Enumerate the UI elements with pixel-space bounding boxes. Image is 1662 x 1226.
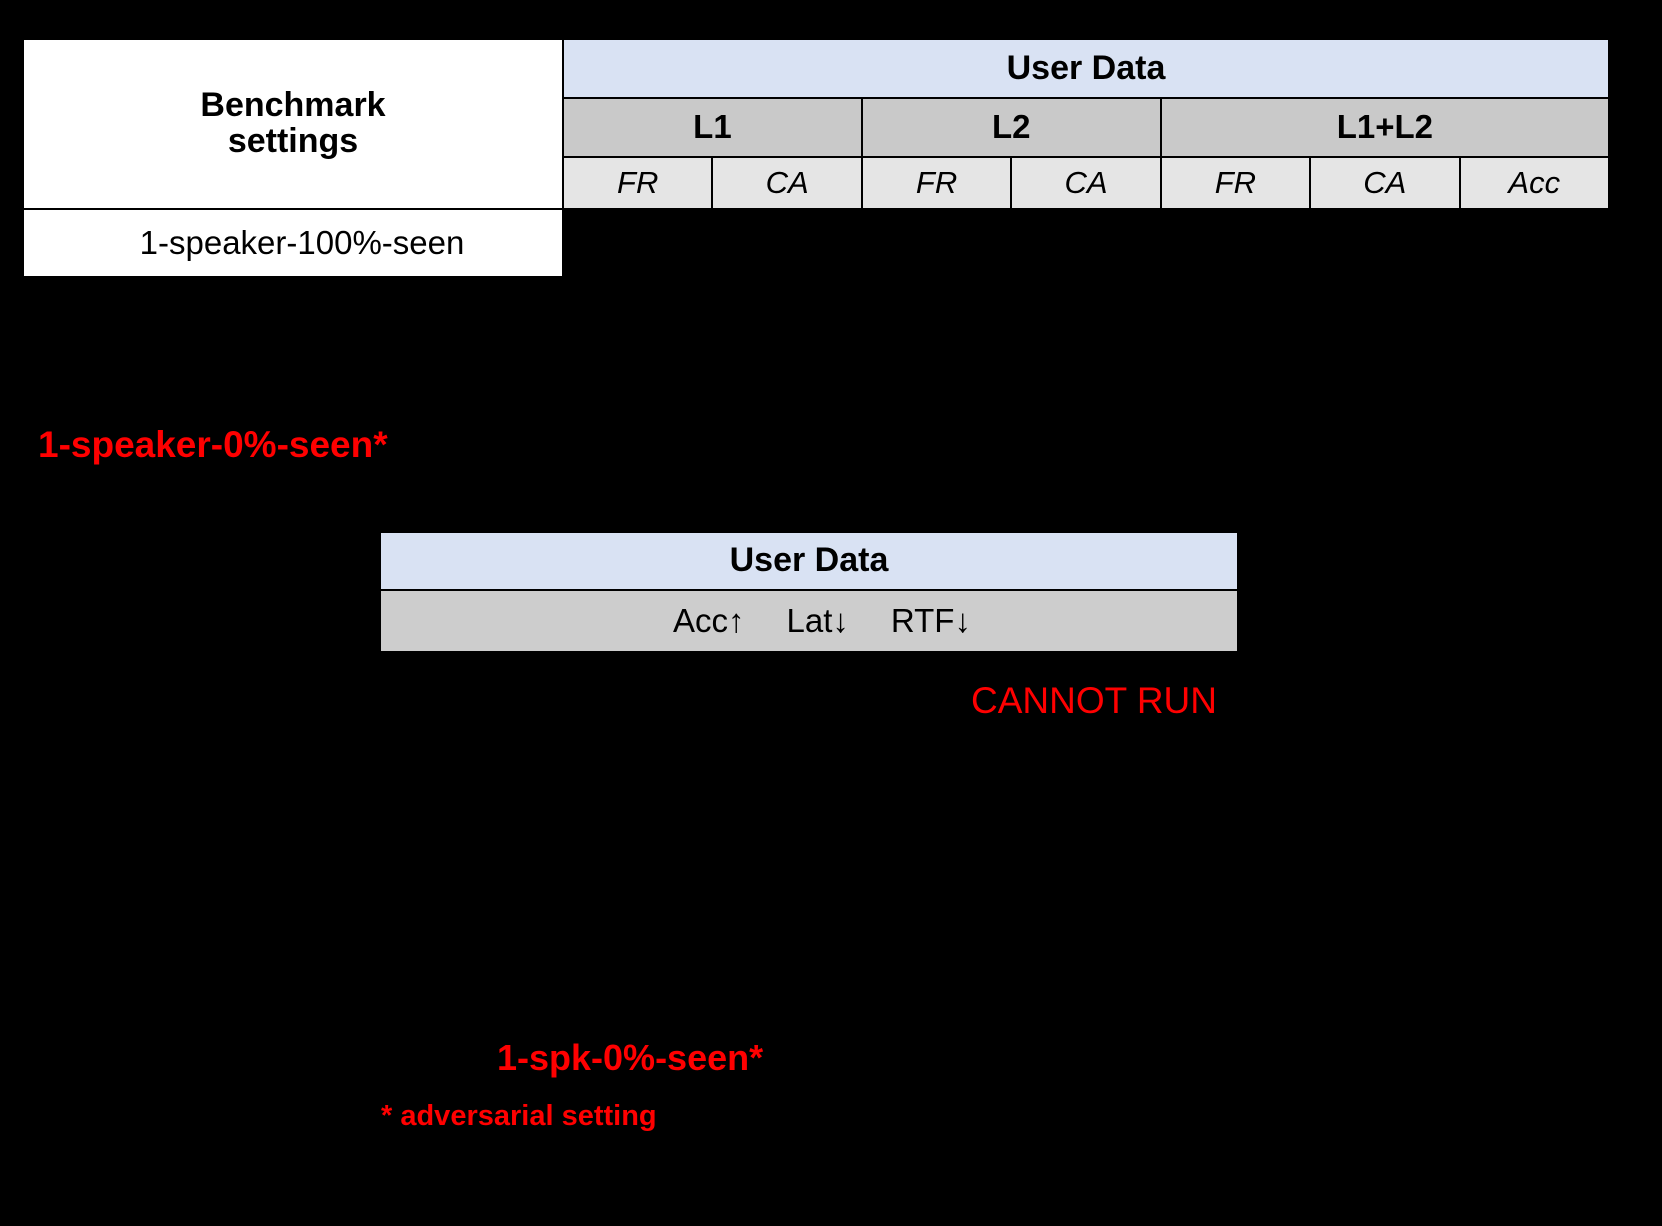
row-values-empty bbox=[563, 209, 1609, 277]
row-label-1-speaker-100-seen: 1-speaker-100%-seen bbox=[22, 208, 564, 278]
metric-header-lat: Lat↓ bbox=[786, 601, 849, 639]
label-1-spk-0-seen: 1-spk-0%-seen* bbox=[497, 1037, 764, 1078]
label-cannot-run: CANNOT RUN bbox=[971, 680, 1217, 721]
benchmark-settings-header: Benchmark settings bbox=[22, 38, 564, 210]
user-data-metrics-table: User Data Acc↑ Lat↓ RTF↓ bbox=[379, 531, 1239, 653]
metric-header-l1l2-acc: Acc bbox=[1458, 156, 1611, 210]
metric-header-l1-ca: CA bbox=[711, 156, 863, 210]
table-header-row-metrics: FR CA FR CA FR CA Acc bbox=[23, 156, 1611, 210]
table-row: 1-speaker-100%-seen bbox=[22, 208, 1609, 278]
metric-header-rtf: RTF↓ bbox=[890, 601, 971, 639]
metric-header-l1l2-ca: CA bbox=[1309, 156, 1461, 210]
metric-header-l2-ca: CA bbox=[1010, 156, 1162, 210]
table-two-header-row: User Data bbox=[379, 531, 1239, 591]
benchmark-settings-header-line2: settings bbox=[227, 122, 359, 160]
table-two-metrics-cell: Acc↑ Lat↓ RTF↓ bbox=[379, 589, 1239, 653]
metric-header-acc: Acc↑ bbox=[673, 601, 745, 639]
metric-header-l1l2-fr: FR bbox=[1159, 156, 1312, 210]
footnote-adversarial-setting: * adversarial setting bbox=[381, 1100, 657, 1132]
table-header-row-group: Benchmark settings User Data bbox=[22, 38, 1610, 210]
benchmark-settings-header-line1: Benchmark bbox=[200, 86, 386, 125]
metric-header-l1-fr: FR bbox=[561, 156, 714, 210]
user-data-group-header-2: User Data bbox=[379, 531, 1239, 591]
benchmark-results-table: Benchmark settings User Data L1 L2 L1+L2… bbox=[22, 38, 1611, 278]
group-header-l1: L1 bbox=[562, 97, 863, 158]
label-1-speaker-0-seen: 1-speaker-0%-seen* bbox=[38, 424, 388, 465]
group-header-l1-l2: L1+L2 bbox=[1159, 97, 1611, 158]
table-two-metrics-row: Acc↑ Lat↓ RTF↓ bbox=[379, 589, 1239, 653]
user-data-group-header: User Data bbox=[562, 38, 1610, 99]
metric-header-l2-fr: FR bbox=[860, 156, 1013, 210]
group-header-l2: L2 bbox=[860, 97, 1162, 158]
table-header-row-subgroups: L1 L2 L1+L2 bbox=[23, 97, 1611, 158]
